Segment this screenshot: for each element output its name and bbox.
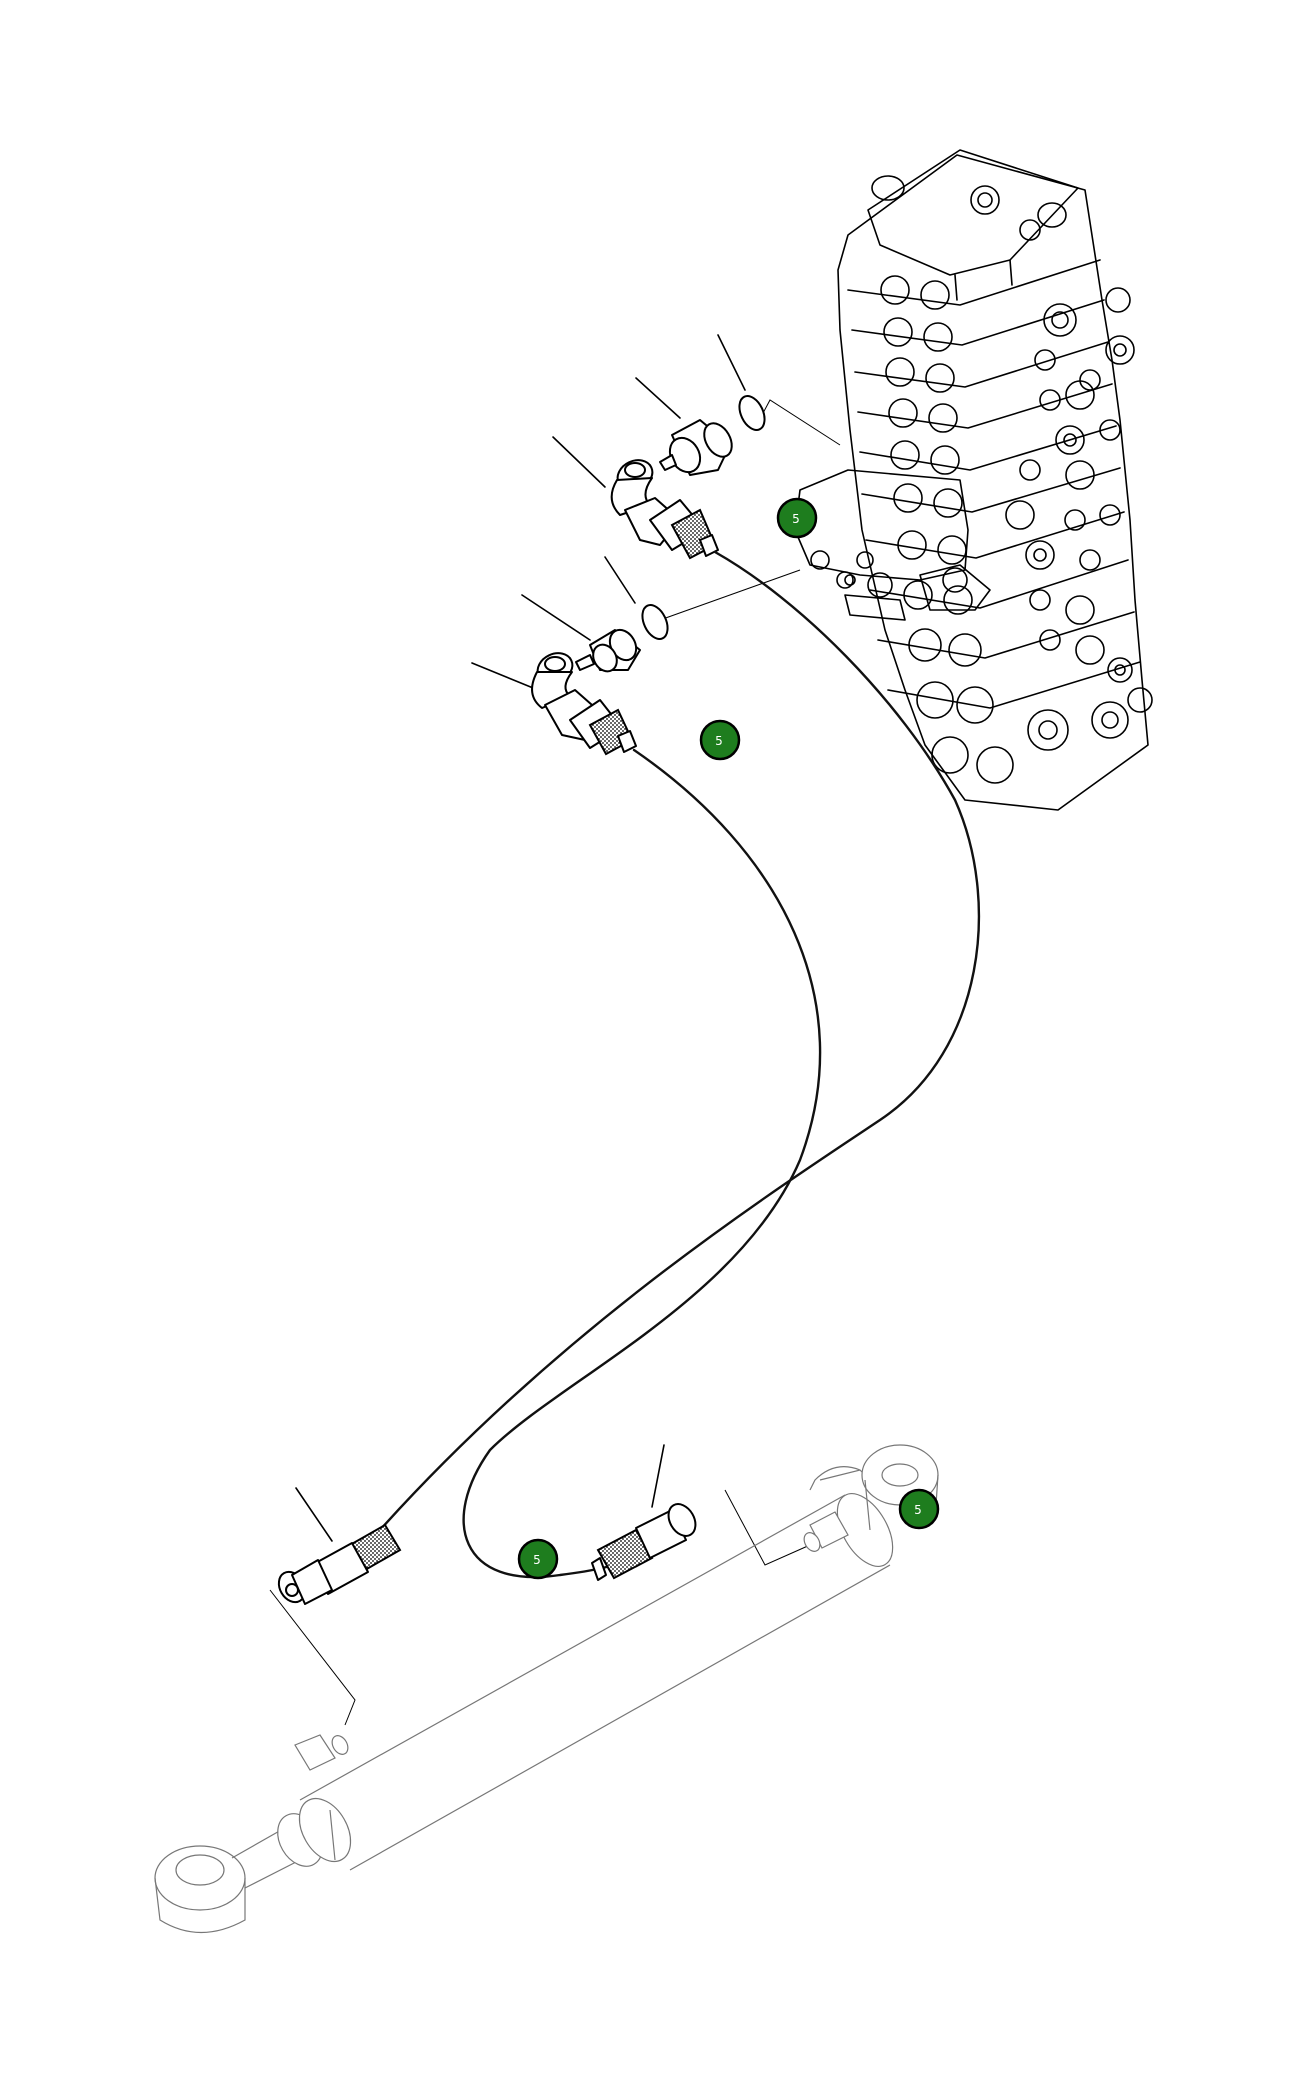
hose-fitting-lower-right xyxy=(591,1503,697,1581)
adapter-fitting-upper xyxy=(659,419,733,476)
hose-end-upper xyxy=(649,499,719,560)
badge-label: 5 xyxy=(533,1553,541,1567)
control-valve-block xyxy=(794,149,1153,811)
badge-label: 5 xyxy=(715,734,723,748)
badge-middle[interactable]: 5 xyxy=(699,719,741,761)
adapter-fitting-lower xyxy=(575,628,641,673)
badge-valve-port[interactable]: 5 xyxy=(776,497,818,539)
badge-label: 5 xyxy=(914,1503,922,1517)
hydraulic-hoses xyxy=(378,550,981,1579)
guide-lines xyxy=(269,399,841,1726)
badge-cylinder-end[interactable]: 5 xyxy=(898,1488,940,1530)
hydraulic-cylinder xyxy=(154,1444,939,1934)
badge-label: 5 xyxy=(792,512,800,526)
o-ring-upper xyxy=(738,395,766,431)
o-ring-lower xyxy=(641,604,669,640)
hose-fitting-lower-left xyxy=(277,1523,402,1605)
leader-lines xyxy=(295,334,746,1542)
hose-end-lower xyxy=(569,699,637,756)
badge-hose-end[interactable]: 5 xyxy=(517,1538,559,1580)
